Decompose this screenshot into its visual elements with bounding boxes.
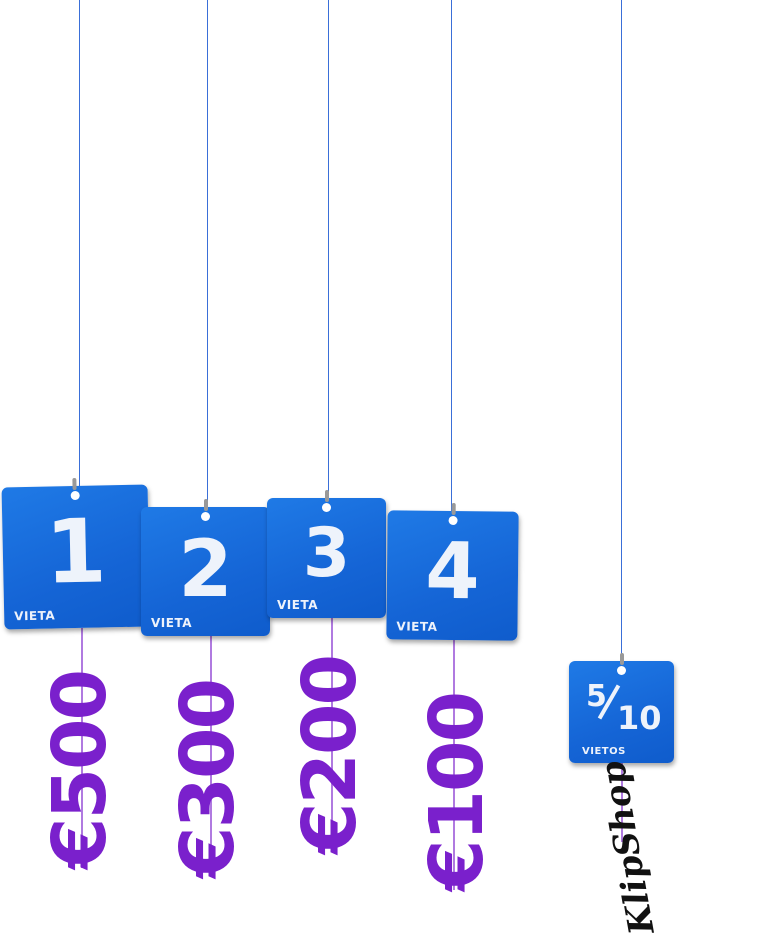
string-3 [328,0,329,500]
string-1 [79,0,80,488]
summary-denominator: 10 [617,699,662,737]
klipshop-logo: KlipShop [592,758,663,938]
tag-1: 1 VIETA [1,477,151,630]
hole [448,515,458,526]
price-string-4 [453,640,455,890]
price-3: €200 [287,656,373,854]
string-5 [621,0,622,662]
hole [201,512,210,521]
price-2: €300 [165,680,251,878]
tag-label: VIETA [396,619,438,634]
string-4 [451,0,452,512]
price-string-3 [331,618,333,848]
string-2 [207,0,208,508]
tag-label: VIETOS [582,746,626,757]
hook-icon [324,490,329,502]
tag-summary: 5 10 VIETOS [569,653,674,763]
hook-icon [451,502,456,516]
tag-number: 3 [302,514,351,593]
tag-3: 3 VIETA [267,490,386,618]
summary-numerator: 5 [586,679,607,714]
tag-number: 2 [178,525,233,615]
tag-4: 4 VIETA [386,502,519,641]
price-1: €500 [37,671,123,869]
hole [617,666,626,675]
price-string-5 [621,762,623,842]
tag-label: VIETA [151,616,192,630]
tag-label: VIETA [14,608,56,624]
price-4: €100 [414,693,500,891]
hole [322,503,331,512]
tag-number: 1 [44,499,108,604]
tag-2: 2 VIETA [141,499,270,636]
hole [70,490,80,501]
hook-icon [203,499,208,511]
tag-label: VIETA [277,598,318,612]
price-string-1 [81,628,83,868]
hook-icon [72,477,77,491]
price-string-2 [210,636,212,876]
tag-number: 4 [424,526,481,618]
hook-icon [619,653,624,665]
